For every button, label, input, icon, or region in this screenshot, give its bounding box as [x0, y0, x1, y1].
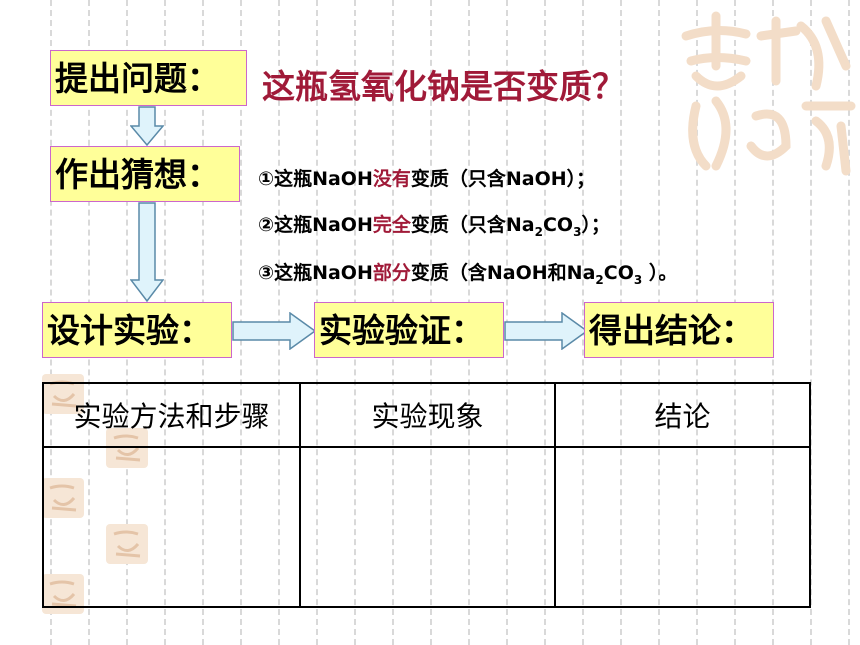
verify-label: 实验验证：: [319, 310, 484, 350]
hypothesis-2-suffix-a: 变质（只含Na: [410, 214, 535, 236]
hypothesis-2-sub-a: 2: [534, 224, 543, 239]
cell-phenomenon[interactable]: [299, 446, 556, 608]
question-box: 提出问题：: [50, 50, 247, 106]
hypothesis-2-suffix-c: ）；: [581, 214, 610, 236]
conclusion-box: 得出结论：: [584, 302, 774, 358]
table-row: [42, 446, 811, 608]
hypothesis-2-suffix-b: CO: [542, 214, 574, 236]
header-method: 实验方法和步骤: [42, 382, 301, 448]
hypothesis-3-sub-b: 3: [633, 272, 643, 287]
header-phenomenon: 实验现象: [299, 382, 556, 448]
question-label: 提出问题：: [55, 58, 220, 98]
design-label: 设计实验：: [47, 310, 212, 350]
hypothesis-2-sub-b: 3: [573, 224, 582, 239]
experiment-table: 实验方法和步骤 实验现象 结论: [42, 382, 811, 608]
conclusion-label: 得出结论：: [589, 310, 754, 350]
right-arrow-icon: [232, 312, 316, 350]
question-text: 这瓶氢氧化钠是否变质？: [262, 67, 625, 106]
hypothesis-3-prefix: ③这瓶NaOH: [258, 262, 373, 284]
hypothesis-2-highlight: 完全: [372, 214, 411, 236]
cell-method[interactable]: [42, 446, 301, 608]
hypothesis-1-prefix: ①这瓶NaOH: [258, 168, 373, 190]
hypothesis-3-sub-a: 2: [595, 272, 604, 287]
cell-conclusion[interactable]: [554, 446, 811, 608]
table-header-row: 实验方法和步骤 实验现象 结论: [42, 382, 811, 448]
hypothesis-3-highlight: 部分: [372, 262, 411, 284]
hypothesis-1-suffix: 变质（只含NaOH）；: [410, 168, 596, 190]
hypothesis-1: ①这瓶NaOH没有变质（只含NaOH）；: [258, 164, 595, 191]
hypothesis-1-highlight: 没有: [372, 168, 411, 190]
hypothesis-2-prefix: ②这瓶NaOH: [258, 214, 373, 236]
hypothesis-3-suffix-b: CO: [603, 262, 634, 284]
header-conclusion: 结论: [554, 382, 811, 448]
hypothesis-2: ②这瓶NaOH完全变质（只含Na2CO3）；: [258, 210, 610, 239]
hypothesis-box: 作出猜想：: [50, 146, 240, 202]
hypothesis-3-suffix-a: 变质（含NaOH和Na: [410, 262, 596, 284]
design-box: 设计实验：: [42, 302, 232, 358]
right-arrow-icon: [504, 312, 588, 350]
hypothesis-3: ③这瓶NaOH部分变质（含NaOH和Na2CO3 ）。: [258, 258, 677, 287]
calligraphy-watermark-icon: [681, 11, 856, 176]
down-arrow-icon: [130, 106, 164, 146]
hypothesis-label: 作出猜想：: [55, 154, 220, 194]
verify-box: 实验验证：: [314, 302, 504, 358]
hypothesis-3-suffix-c: ）。: [642, 262, 678, 284]
down-arrow-icon: [130, 202, 164, 302]
